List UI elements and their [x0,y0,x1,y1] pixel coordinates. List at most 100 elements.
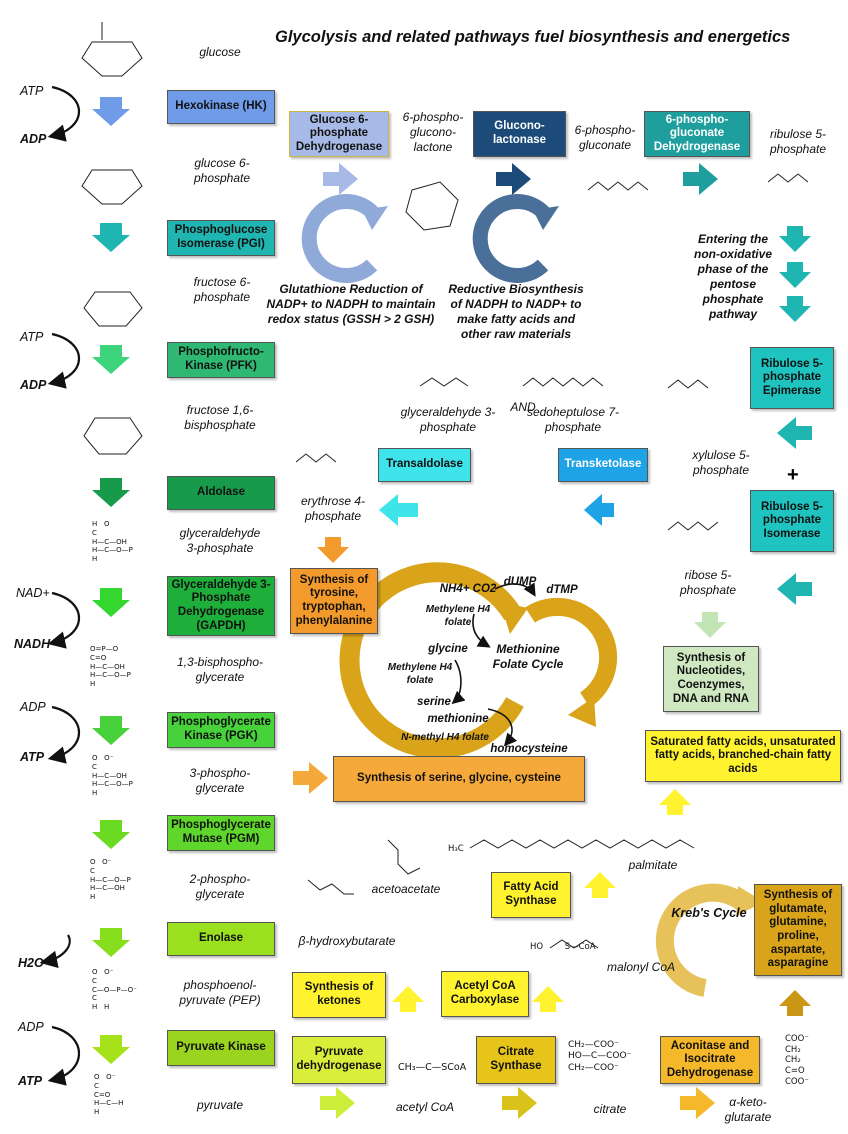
label-akg: α-keto-glutarate [724,1095,772,1124]
arrow-pk [92,1035,130,1064]
struct-pep: O O⁻ C C—O—P—O⁻ C H H [92,968,137,1011]
enzyme-transketolase: Transketolase [558,448,648,482]
enzyme-pgd: 6-phospho-gluconate Dehydrogenase [644,111,750,157]
arrow-gluconolactonase [496,163,531,195]
label-malonyl: malonyl CoA [606,960,676,974]
cofactor-adp-3: ADP [20,700,46,714]
cofactor-arrows [39,85,80,1086]
note-nonoxidative: Entering the non-oxidative phase of the … [693,232,772,321]
label-bpg: 1,3-bisphospho-glycerate [176,655,264,684]
cofactor-atp-4: ATP [18,1074,43,1088]
arrow-g6pd [323,163,358,195]
arrow-pfk [92,345,130,374]
folate-dtmp: dTMP [546,584,578,596]
struct-2pg: O O⁻ C H—C—O—P H—C—OH H [90,858,131,901]
label-acetoacetate: acetoacetate [371,882,441,896]
label-r5p: ribose 5-phosphate [679,568,737,597]
label-g3p-ppp: glyceraldehyde 3-phosphate [400,405,496,434]
label-acetyl-coa: acetyl CoA [395,1100,455,1114]
folate-small-arrows [451,582,536,747]
cofactor-nadh: NADH [14,637,51,651]
synthesis-nucleotides: Synthesis of Nucleotides, Coenzymes, DNA… [663,646,759,712]
synthesis-serine: Synthesis of serine, glycine, cysteine [333,756,585,802]
cofactor-adp-1: ADP [20,132,47,146]
enzyme-aldolase: Aldolase [167,476,275,510]
label-glucose: glucose [199,45,241,59]
enzyme-fas: Fatty Acid Synthase [491,872,571,918]
label-pgl: 6-phospho-glucono-lactone [402,110,464,154]
label-f16bp: fructose 1,6-bisphosphate [184,403,256,432]
folate-cycle-title: Methionine Folate Cycle [492,642,564,671]
structures [81,22,809,949]
cofactor-atp-2: ATP [20,330,44,344]
arrow-hk [92,97,130,126]
label-bhb: β-hydroxybutarate [298,934,396,948]
synthesis-ketones: Synthesis of ketones [292,972,386,1018]
cofactor-atp-1: ATP [20,84,44,98]
folate-n-methyl: N-methyl H4 folate [401,732,489,743]
label-and: AND [510,400,536,414]
label-2pg: 2-phospho-glycerate [189,872,251,901]
struct-3pg: O O⁻ C H—C—OH H—C—O—P H [92,754,133,797]
enzyme-gluconolactonase: Glucono-lactonase [473,111,566,157]
glutathione-cycle-arrow [301,194,388,283]
label-g6p: glucose 6-phosphate [193,156,251,185]
krebs-cycle-label: Kreb's Cycle [671,906,747,920]
enzyme-enolase: Enolase [167,922,275,956]
arrow-pgi [92,223,130,252]
folate-methylene-1: Methylene H4 folate [425,604,491,628]
synthesis-amino-acids: Synthesis of glutamate, glutamine, proli… [754,884,842,976]
label-pyruvate: pyruvate [196,1098,244,1112]
folate-methylene-2: Methylene H4 folate [387,662,453,686]
label-e4p: erythrose 4-phosphate [300,494,366,523]
label-citrate: citrate [593,1102,627,1116]
label-xu5p: xylulose 5-phosphate [692,448,750,477]
struct-malonyl: HO S—CoA [530,942,596,952]
folate-glycine: glycine [428,643,468,655]
cofactor-adp-4: ADP [18,1020,44,1034]
cofactor-atp-3: ATP [20,750,45,764]
struct-acetyl-coa: CH₃—C—SCoA [398,1062,467,1073]
enzyme-transaldolase: Transaldolase [378,448,471,482]
enzyme-pfk: Phosphofructo-Kinase (PFK) [167,342,275,378]
folate-homocysteine: homocysteine [490,743,568,755]
synthesis-fatty-acids: Saturated fatty acids, unsaturated fatty… [645,730,841,782]
label-pep: phosphoenol-pyruvate (PEP) [179,978,261,1007]
arrow-pgm [92,820,130,849]
struct-pyruvate: O O⁻ C C=O H—C—H H [94,1073,124,1116]
label-ru5p: ribulose 5-phosphate [769,127,827,156]
enzyme-acc: Acetyl CoA Carboxylase [441,971,529,1017]
label-3pg: 3-phospho-glycerate [189,766,251,795]
label-f6p: fructose 6-phosphate [193,275,251,304]
arrow-enolase [92,928,130,957]
reductive-cycle-arrow [472,194,559,283]
synthesis-aromatic: Synthesis of tyrosine, tryptophan, pheny… [290,568,378,634]
arrow-pgk [92,716,130,745]
page-title: Glycolysis and related pathways fuel bio… [275,28,791,46]
label-palmitate: palmitate [628,858,678,872]
label-s7p: sedoheptulose 7-phosphate [526,405,620,434]
folate-dump: dUMP [503,576,537,588]
cofactor-h2o: H2O [18,956,44,970]
struct-bpg: O=P—O C=O H—C—OH H—C—O—P H [90,645,131,688]
enzyme-hexokinase: Hexokinase (HK) [167,90,275,124]
folate-serine: serine [417,696,451,708]
krebs-cycle-arrow [655,883,764,997]
struct-g3p: H O C H—C—OH H—C—O—P H [92,520,133,563]
enzyme-gapdh: Glyceraldehyde 3-Phosphate Dehydrogenase… [167,576,275,636]
arrow-pgd [683,163,718,195]
label-g3p: glyceraldehyde 3-phosphate [179,526,261,555]
struct-akg: COO⁻ CH₂ CH₂ C=O COO⁻ [785,1034,809,1087]
enzyme-g6pd: Glucose 6-phosphate Dehydrogenase [289,111,389,157]
note-glutathione: Glutathione Reduction of NADP+ to NADPH … [266,282,436,326]
enzyme-pgi: Phosphoglucose Isomerase (PGI) [167,220,275,256]
cofactor-adp-2: ADP [20,378,47,392]
enzyme-rpi: Ribulose 5-phosphate Isomerase [750,490,834,552]
folate-nh4-co2: NH4+ CO2 [439,583,497,595]
enzyme-aconitase: Aconitase and Isocitrate Dehydrogenase [660,1036,760,1084]
struct-palmitate: H₃C [448,844,464,854]
enzyme-pgk: Phosphoglycerate Kinase (PGK) [167,712,275,748]
enzyme-pyruvate-kinase: Pyruvate Kinase [167,1030,275,1066]
glycolysis-arrows [92,97,130,1064]
